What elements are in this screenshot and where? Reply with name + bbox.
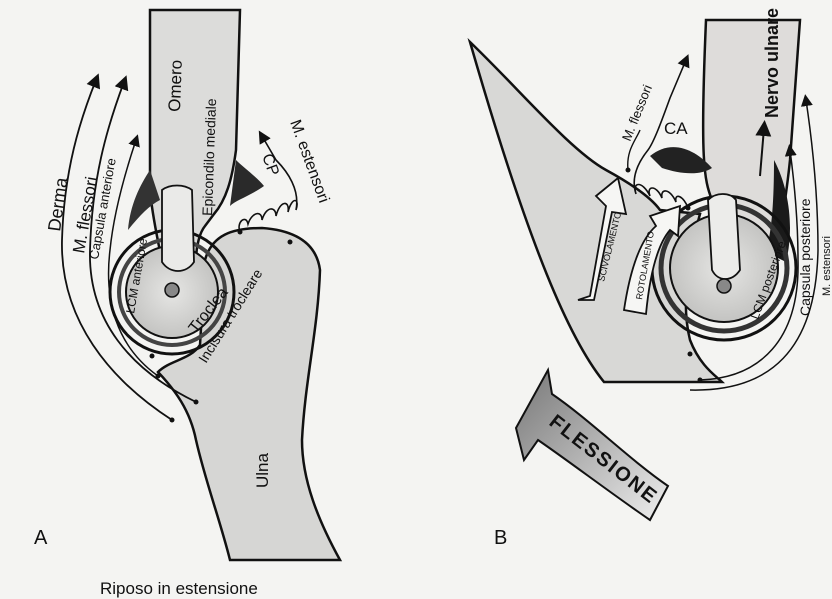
ulna-b bbox=[470, 42, 722, 382]
label-estensori-a: M. estensori bbox=[286, 118, 332, 206]
label-estensori-b: M. estensori bbox=[821, 236, 832, 296]
panel-a: Omero Epicondilo mediale Derma M. flesso… bbox=[34, 10, 340, 598]
label-cp: CP bbox=[258, 152, 282, 179]
panel-b-letter: B bbox=[494, 527, 507, 549]
axis-dot-b bbox=[717, 279, 731, 293]
panel-a-letter: A bbox=[34, 527, 48, 549]
label-omero: Omero bbox=[165, 60, 186, 113]
label-ca: CA bbox=[664, 119, 688, 138]
axis-dot-a bbox=[165, 283, 179, 297]
label-derma: Derma bbox=[44, 175, 71, 232]
panel-b: M. flessori CA Nervo ulnare SCIVOLAMENTO… bbox=[470, 8, 832, 549]
label-nervo: Nervo ulnare bbox=[762, 8, 782, 118]
label-capsula-b: Capsula posteriore bbox=[797, 198, 813, 316]
label-flessori-b: M. flessori bbox=[619, 82, 655, 143]
panel-a-caption: Riposo in estensione bbox=[100, 579, 258, 598]
label-flessione: FLESSIONE bbox=[545, 411, 662, 509]
label-ulna: Ulna bbox=[253, 452, 272, 488]
posterior-recess-shadow bbox=[230, 160, 264, 206]
